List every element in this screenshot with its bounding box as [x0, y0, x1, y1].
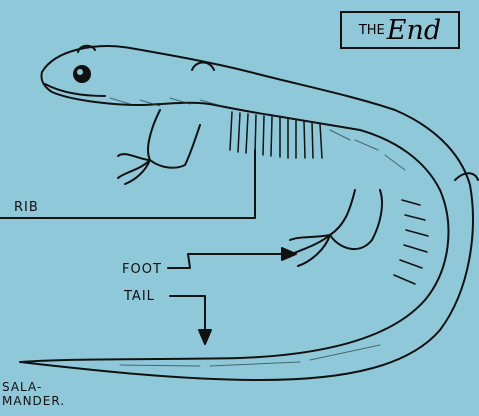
body-shading	[110, 98, 405, 366]
mouth	[45, 84, 105, 96]
tail-arrowhead	[199, 330, 211, 344]
head-bump	[78, 46, 95, 52]
foot-label: FOOT	[122, 262, 162, 277]
rib-label: RIB	[14, 200, 39, 215]
the-end-word: End	[387, 17, 441, 44]
rib-marks	[230, 112, 428, 284]
front-leg	[118, 110, 200, 184]
foot-arrow-line	[168, 254, 290, 268]
salamander-caption: SALA- MANDER.	[2, 380, 132, 408]
tail-label: TAIL	[124, 289, 155, 304]
hind-leg	[290, 190, 382, 266]
the-end-sign: THE End	[340, 11, 460, 49]
the-end-prefix: THE	[359, 23, 385, 38]
foot-arrowhead	[282, 248, 296, 260]
